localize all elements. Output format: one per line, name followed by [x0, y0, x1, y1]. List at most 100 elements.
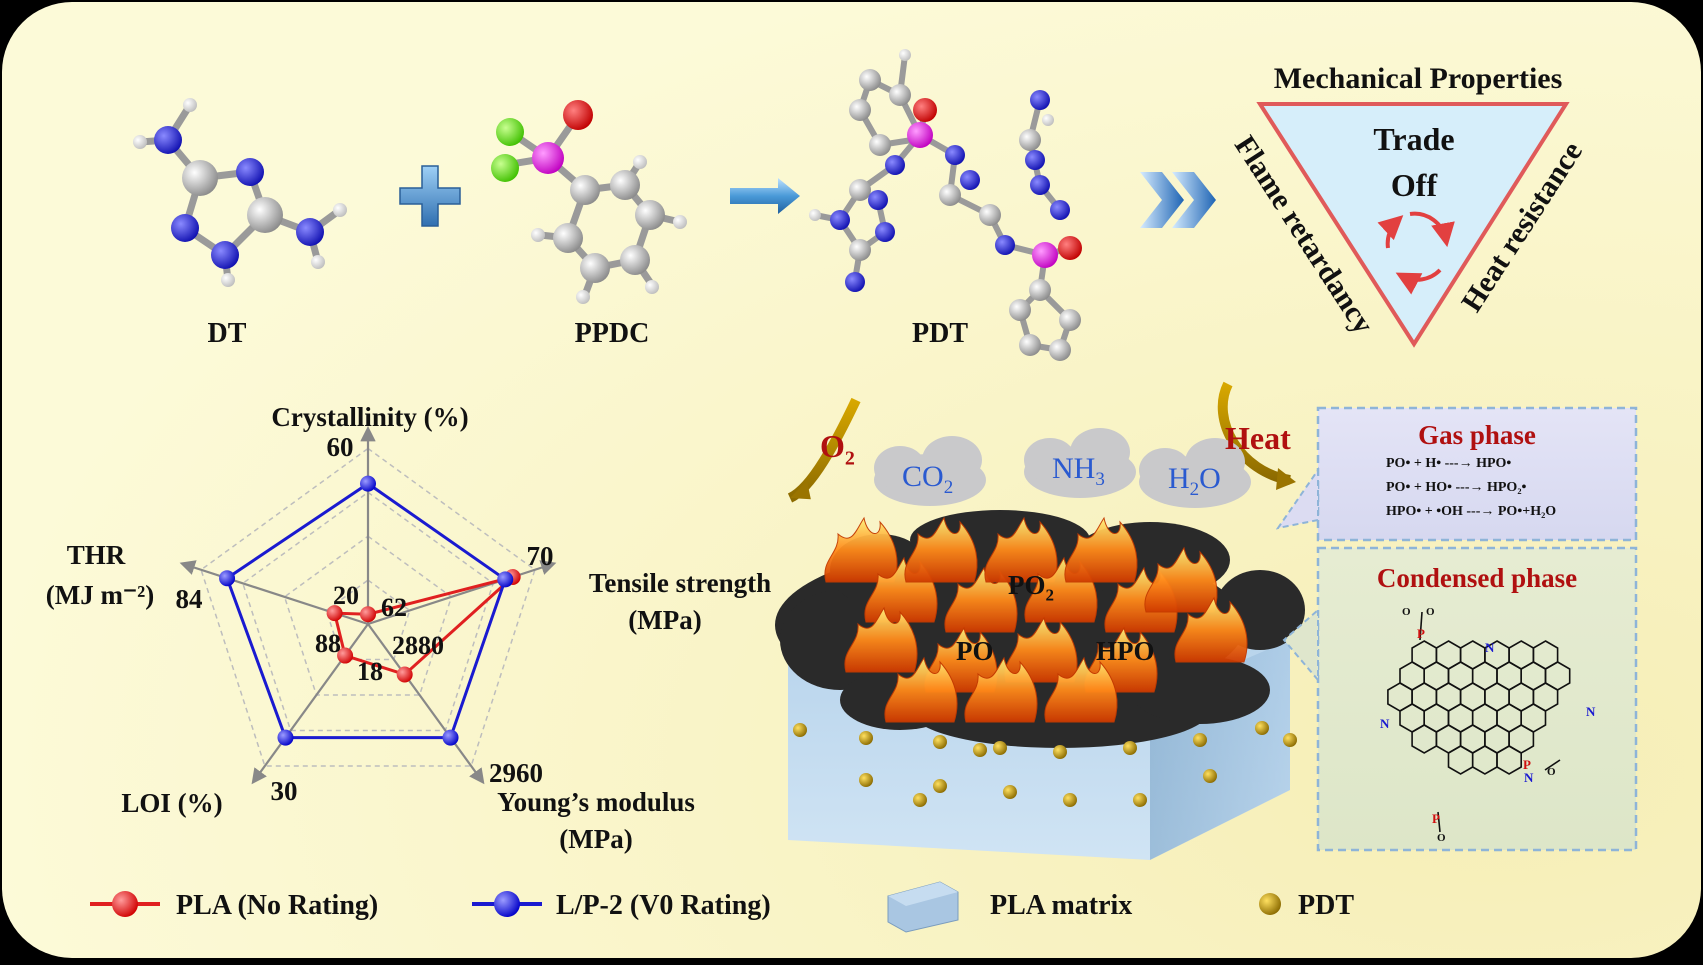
- pdt-dot-8: [859, 773, 873, 787]
- flame-0: [824, 516, 898, 583]
- pdt-molecule: [809, 49, 1082, 361]
- radar-axis-1: [367, 560, 557, 626]
- atom-p-2: P: [1523, 757, 1531, 772]
- inner-label-crystallinity: 20: [333, 581, 359, 610]
- radar-point-1-2: [442, 729, 459, 746]
- legend-pla-marker: [112, 891, 138, 917]
- pdt-dot-0: [793, 723, 807, 737]
- legend-pla-label: PLA (No Rating): [176, 890, 378, 921]
- pdt-dot-11: [1063, 793, 1077, 807]
- trade-label: Trade: [1373, 121, 1454, 157]
- pdt-dot-7: [1255, 721, 1269, 735]
- reaction-arrow-icon: [730, 178, 800, 214]
- radar-ring-2: [283, 535, 453, 696]
- pdt-dots: [793, 721, 1297, 807]
- radar-ring-1: [325, 579, 411, 661]
- axis-max-crystallinity: 60: [327, 432, 354, 462]
- radar-point-1-1: [497, 571, 514, 588]
- inner-label-modulus: 2880: [392, 631, 444, 660]
- radar-axis-2: [367, 623, 485, 785]
- radar-point-0-4: [326, 605, 343, 622]
- axis-label-thr-2: (MJ m⁻²): [46, 580, 155, 610]
- hpo-flame-label: HPO: [1096, 636, 1155, 666]
- axis-max-loi: 30: [271, 776, 298, 806]
- pdt-dot-16: [1283, 733, 1297, 747]
- axis-label-modulus-2: (MPa): [559, 824, 632, 854]
- po2-text: PO: [1008, 570, 1046, 600]
- legend: PLA (No Rating) L/P-2 (V0 Rating) PLA ma…: [90, 881, 1354, 933]
- axis-label-modulus-1: Young’s modulus: [497, 787, 695, 817]
- radar-ring-4: [200, 447, 536, 767]
- inner-label-thr: 88: [315, 629, 341, 658]
- atom-n-3: N: [1380, 716, 1390, 731]
- heat-arrow-icon: [1276, 468, 1296, 490]
- axis-label-thr-1: THR: [67, 540, 126, 570]
- po2-sub: 2: [1045, 585, 1055, 605]
- flame-6: [984, 516, 1058, 583]
- po-flame-label: PO: [956, 636, 994, 666]
- axis-max-tensile: 70: [527, 541, 554, 571]
- condensed-phase-title: Condensed phase: [1376, 563, 1578, 593]
- radar-point-0-0: [360, 606, 376, 623]
- condensed-phase-box: [1316, 546, 1638, 852]
- po2-flame-label: PO2: [1008, 570, 1054, 605]
- nh3-label: NH3: [1052, 452, 1105, 491]
- atom-o-4: O: [1437, 832, 1446, 844]
- plus-icon: [399, 165, 461, 227]
- gas-equation-1: PO• + H• ---→ HPO•: [1386, 456, 1512, 471]
- ppdc-molecule: [491, 100, 687, 304]
- radar-series-1: [225, 481, 508, 740]
- pdt-dot-9: [933, 779, 947, 793]
- atom-n-2: N: [1586, 704, 1596, 719]
- pdt-dot-14: [973, 743, 987, 757]
- ppdc-label: PPDC: [575, 318, 650, 349]
- gas-phase-pointer: [1275, 466, 1319, 530]
- nh3-sub: 3: [1095, 469, 1105, 490]
- axis-label-loi: LOI (%): [121, 788, 222, 818]
- char-structure: [1387, 611, 1571, 833]
- inner-label-loi: 18: [357, 657, 383, 686]
- cycle-arrows-icon: [1377, 211, 1455, 295]
- atom-p-3: P: [1432, 811, 1440, 826]
- pdt-dot-13: [1203, 769, 1217, 783]
- nh3-text: NH: [1052, 452, 1096, 485]
- o2-sub: 2: [844, 447, 855, 470]
- radar-point-0-2: [396, 666, 413, 683]
- pdt-dot-15: [913, 793, 927, 807]
- co2-sub: 2: [943, 477, 954, 498]
- h2o-o: O: [1199, 462, 1221, 495]
- flame-16: [884, 656, 958, 723]
- atom-p-1: P: [1417, 626, 1425, 641]
- pdt-dot-5: [1123, 741, 1137, 755]
- atom-o-1: O: [1402, 606, 1411, 618]
- radar-chart: [179, 425, 557, 785]
- off-label: Off: [1391, 167, 1438, 203]
- heat-arc: [1217, 381, 1291, 485]
- o2-arrow-icon: [790, 480, 811, 500]
- gas-phase-title: Gas phase: [1418, 420, 1536, 450]
- inner-label-tensile: 62: [381, 593, 407, 622]
- gas-clouds: [874, 428, 1251, 508]
- flame-15: [1044, 656, 1118, 723]
- pdt-dot-1: [859, 731, 873, 745]
- axis-max-thr: 84: [176, 584, 203, 614]
- radar-ring-3: [241, 491, 495, 732]
- atom-n-1: N: [1485, 640, 1495, 655]
- atom-n-4: N: [1524, 770, 1534, 785]
- hex-bond-p2: [1544, 759, 1561, 771]
- triangle-top-label: Mechanical Properties: [1274, 62, 1563, 95]
- dt-molecule: [133, 98, 347, 287]
- pdt-dot-2: [933, 735, 947, 749]
- trade-off-triangle: [1256, 102, 1570, 348]
- pdt-dot-10: [1003, 785, 1017, 799]
- legend-pdt-label: PDT: [1298, 890, 1354, 921]
- pdt-dot-3: [993, 741, 1007, 755]
- flame-13: [1174, 596, 1248, 663]
- atom-o-2: O: [1426, 606, 1435, 618]
- co2-label: CO2: [902, 460, 953, 499]
- pdt-dot-12: [1133, 793, 1147, 807]
- radar-point-1-3: [277, 729, 294, 746]
- legend-matrix-top: [888, 882, 958, 906]
